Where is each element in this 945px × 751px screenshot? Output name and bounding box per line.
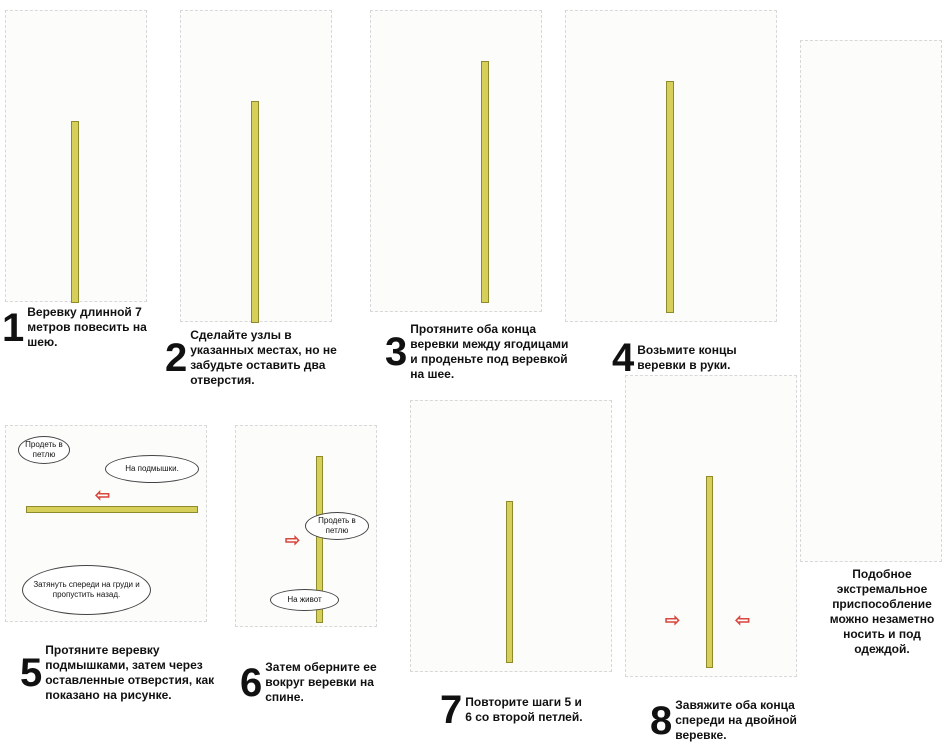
illustration-step-8 xyxy=(625,375,797,677)
step-8: 8 Завяжите оба конца спереди на двойной … xyxy=(650,698,815,743)
arrow-icon: ⇦ xyxy=(95,485,111,505)
step-text: Протяните оба конца веревки между ягодиц… xyxy=(410,322,569,381)
step-text: Сделайте узлы в указанных местах, но не … xyxy=(190,328,337,387)
step-6: 6 Затем оберните ее вокруг веревки на сп… xyxy=(240,660,410,705)
illustration-step-2 xyxy=(180,10,332,323)
arrow-icon: ⇨ xyxy=(665,610,681,630)
step-text: Возьмите концы веревки в руки. xyxy=(637,343,737,372)
step-number: 3 xyxy=(385,330,408,374)
speech-bubble: Продеть в петлю xyxy=(305,512,369,540)
step-text: Протяните веревку подмышками, затем чере… xyxy=(45,643,215,702)
speech-bubble: Продеть в петлю xyxy=(18,436,70,464)
step-number: 4 xyxy=(612,336,635,380)
step-number: 5 xyxy=(20,651,43,695)
step-1: 1 Веревку длинной 7 метров повесить на ш… xyxy=(2,305,172,350)
step-3: 3 Протяните оба конца веревки между ягод… xyxy=(385,322,570,382)
speech-bubble: На живот xyxy=(270,589,339,611)
step-7: 7 Повторите шаги 5 и 6 со второй петлей. xyxy=(440,690,590,730)
step-text: Завяжите оба конца спереди на двойной ве… xyxy=(675,698,797,742)
illustration-step-1 xyxy=(5,10,147,303)
step-text: Повторите шаги 5 и 6 со второй петлей. xyxy=(465,695,583,724)
step-2: 2 Сделайте узлы в указанных местах, но н… xyxy=(165,328,340,388)
arrow-icon: ⇨ xyxy=(285,530,301,550)
step-number: 1 xyxy=(2,305,25,350)
arrow-icon: ⇦ xyxy=(735,610,751,630)
speech-bubble: Затянуть спереди на груди и пропустить н… xyxy=(22,565,151,615)
illustration-step-4 xyxy=(565,10,777,322)
step-number: 7 xyxy=(440,688,463,732)
illustration-step-7 xyxy=(410,400,612,672)
step-number: 2 xyxy=(165,336,188,380)
step-number: 8 xyxy=(650,698,673,743)
step-4: 4 Возьмите концы веревки в руки. xyxy=(612,338,772,378)
final-note: Подобное экстремальное приспособление мо… xyxy=(829,567,935,656)
speech-bubble: На подмышки. xyxy=(105,455,199,483)
step-number: 6 xyxy=(240,660,263,705)
step-5: 5 Протяните веревку подмышками, затем че… xyxy=(20,643,235,703)
step-text: Затем оберните ее вокруг веревки на спин… xyxy=(265,660,377,704)
step-text: Веревку длинной 7 метров повесить на шею… xyxy=(27,305,147,349)
illustration-clothed xyxy=(800,40,942,562)
illustration-step-3 xyxy=(370,10,542,312)
